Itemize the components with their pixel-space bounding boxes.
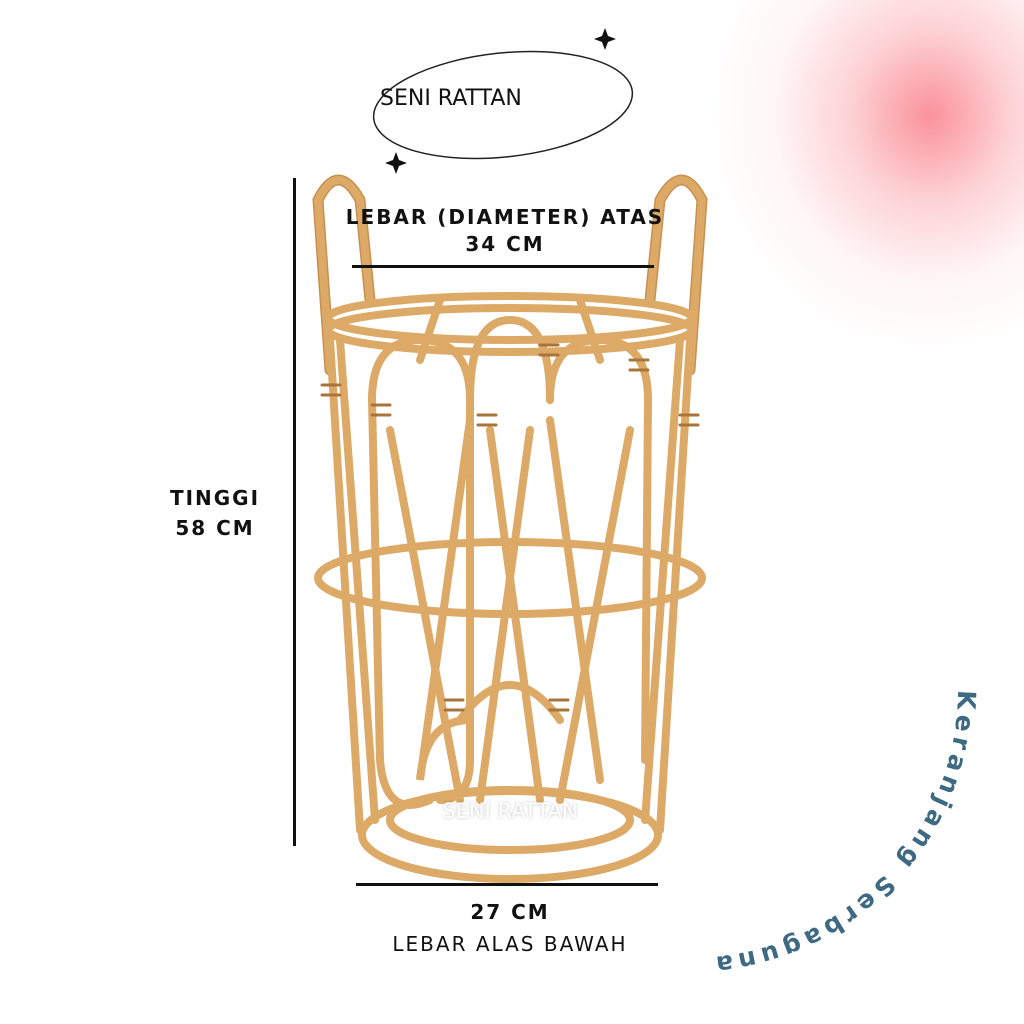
height-line bbox=[293, 178, 296, 846]
height-value: 58 CM bbox=[175, 516, 255, 540]
sparkle-icon bbox=[594, 28, 616, 50]
product-name-text: Keranjang Serbaguna bbox=[710, 690, 977, 981]
watermark-text: SENI RATTAN bbox=[442, 799, 578, 823]
top-width-line bbox=[352, 265, 654, 268]
bottom-width-value: 27 CM bbox=[470, 900, 550, 924]
svg-text:Keranjang Serbaguna: Keranjang Serbaguna bbox=[710, 690, 982, 981]
rattan-basket bbox=[312, 174, 708, 883]
logo-text: SENI RATTAN bbox=[380, 86, 522, 111]
height-label: TINGGI bbox=[169, 486, 261, 510]
pink-glow-decoration bbox=[690, 0, 1024, 360]
bottom-width-line bbox=[356, 883, 658, 886]
top-width-label: LEBAR (DIAMETER) ATAS bbox=[345, 205, 665, 229]
bottom-width-label: LEBAR ALAS BAWAH bbox=[392, 932, 628, 956]
sparkle-icon bbox=[385, 152, 407, 174]
logo-ellipse bbox=[372, 28, 634, 174]
top-width-value: 34 CM bbox=[465, 232, 545, 256]
